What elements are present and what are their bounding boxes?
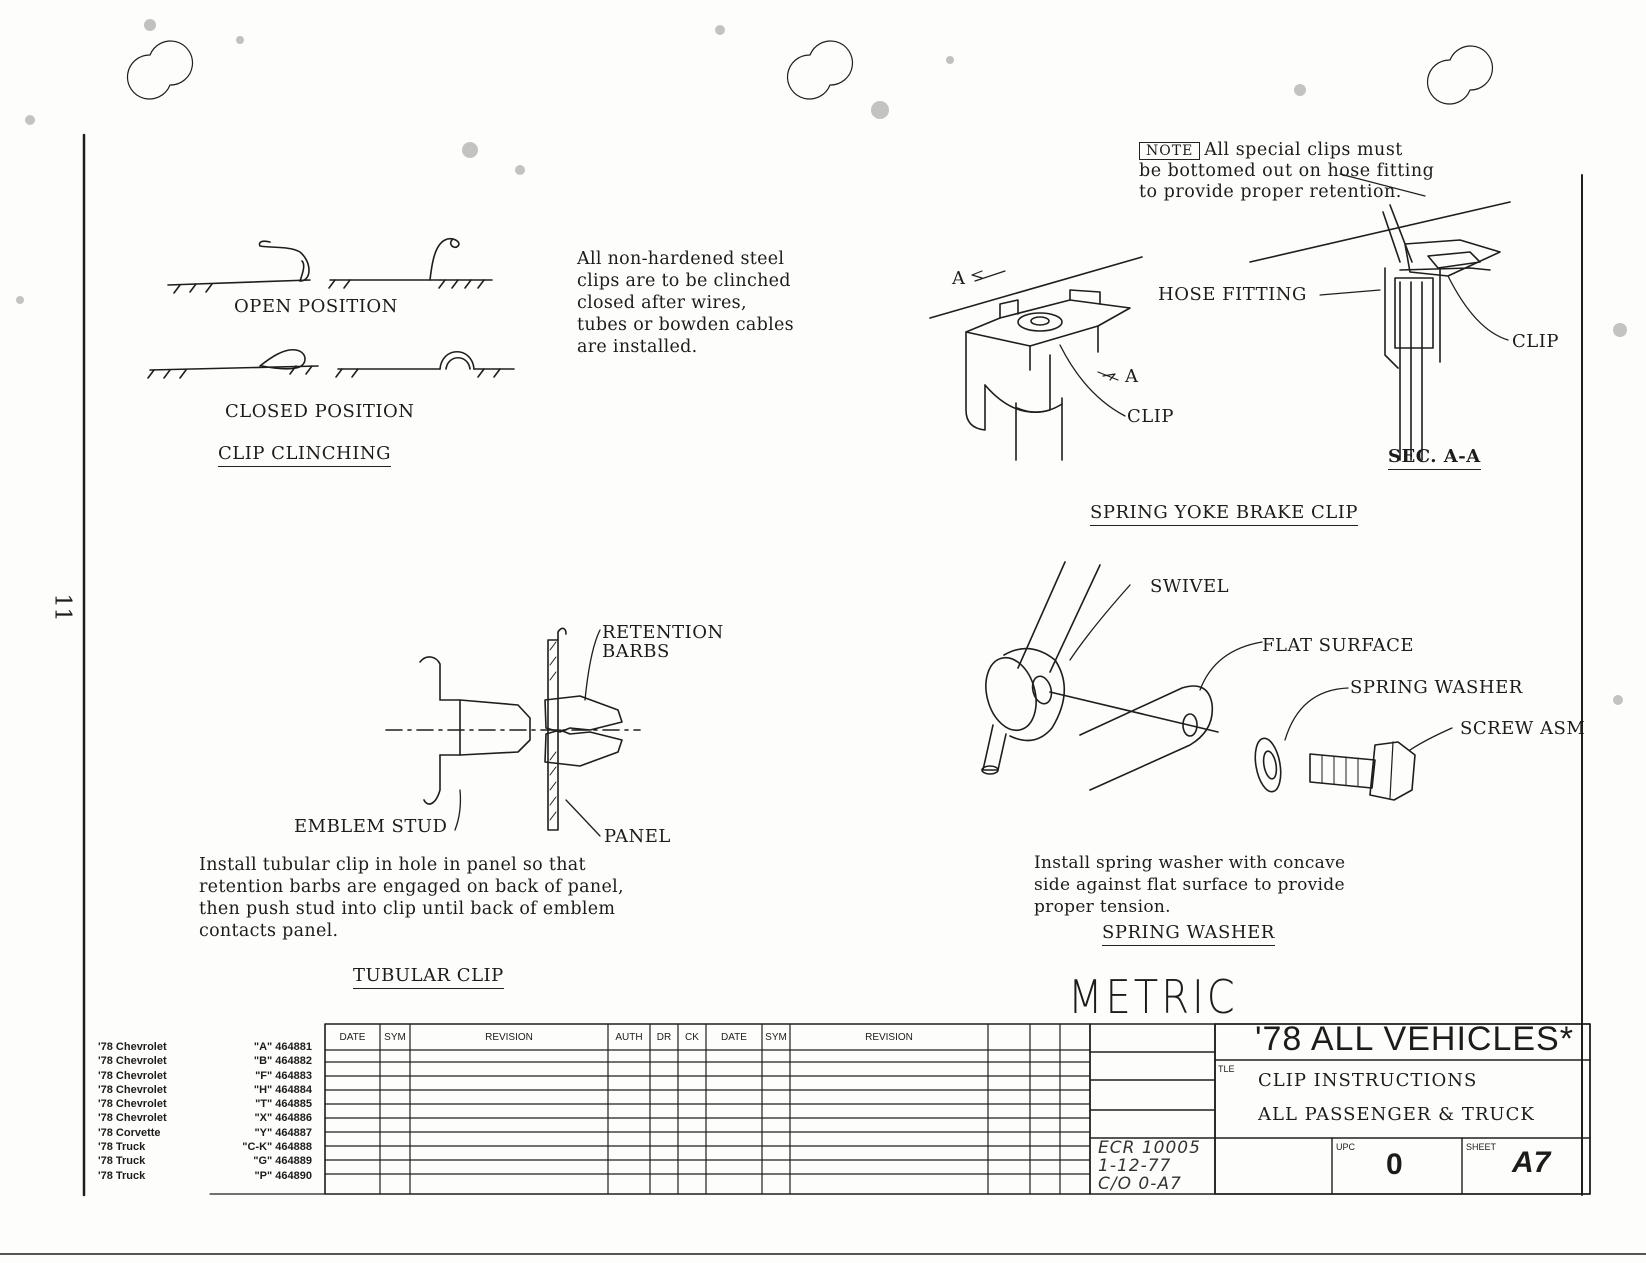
- flat-surface-label: FLAT SURFACE: [1262, 635, 1415, 656]
- special-note-line2: be bottomed out on hose fitting: [1139, 161, 1435, 181]
- nonhardened-note: All non-hardened steel clips are to be c…: [577, 249, 794, 357]
- section-mark-a-right: A: [1125, 366, 1139, 387]
- spring-washer-label: SPRING WASHER: [1350, 677, 1523, 698]
- special-note-text1: All special clips must: [1204, 140, 1403, 160]
- vehicle-row: '78 Chevrolet"H" 464884: [98, 1083, 312, 1096]
- vehicle-list: '78 Chevrolet"A" 464881 '78 Chevrolet"B"…: [92, 1040, 312, 1183]
- swivel-label: SWIVEL: [1150, 576, 1230, 597]
- retention-barbs-line2: BARBS: [602, 641, 670, 662]
- sheet-value: A7: [1512, 1146, 1551, 1179]
- rev-header-date-2: DATE: [721, 1032, 747, 1043]
- page-number: 11: [49, 593, 75, 622]
- metric-stamp: METRIC: [1068, 971, 1238, 1025]
- spring-washer-art: [981, 561, 1453, 801]
- title-tag: TLE: [1218, 1064, 1235, 1074]
- sheet-label: SHEET: [1466, 1142, 1497, 1152]
- vehicle-row: '78 Chevrolet"B" 464882: [98, 1055, 312, 1068]
- rev-header-sym: SYM: [384, 1032, 406, 1043]
- section-aa-art: [1249, 201, 1511, 461]
- vehicle-row: '78 Truck"P" 464890: [98, 1169, 312, 1182]
- retention-barbs-line1: RETENTION: [602, 622, 724, 643]
- closed-position-label: CLOSED POSITION: [225, 401, 415, 422]
- revision-grid: [209, 1023, 1091, 1195]
- rev-header-sym-2: SYM: [765, 1032, 787, 1043]
- ecr-change-order: C/O 0-A7: [1098, 1174, 1182, 1194]
- vehicle-row: '78 Chevrolet"F" 464883: [98, 1069, 312, 1082]
- title-line1: CLIP INSTRUCTIONS: [1258, 1070, 1478, 1091]
- spring-washer-instruction: Install spring washer with concave side …: [1034, 853, 1346, 917]
- rev-header-date: DATE: [339, 1032, 366, 1043]
- ecr-date: 1-12-77: [1098, 1156, 1172, 1176]
- panel-label: PANEL: [604, 826, 671, 847]
- rev-header-revision: REVISION: [485, 1032, 533, 1043]
- screw-asm-label: SCREW ASM: [1460, 718, 1586, 739]
- emblem-stud-label: EMBLEM STUD: [294, 816, 448, 837]
- vehicle-row: '78 Chevrolet"X" 464886: [98, 1112, 312, 1125]
- ecr-number: ECR 10005: [1098, 1138, 1201, 1158]
- tubular-clip-art: [385, 627, 641, 837]
- spring-washer-title: SPRING WASHER: [1102, 922, 1275, 946]
- tubular-instruction: Install tubular clip in hole in panel so…: [199, 855, 624, 941]
- note-tag: NOTE: [1139, 142, 1201, 160]
- yoke-clip-label: CLIP: [1127, 406, 1174, 427]
- title-line2: ALL PASSENGER & TRUCK: [1258, 1104, 1535, 1125]
- section-aa-label: SEC. A-A: [1388, 446, 1481, 470]
- punch-hole-right: [1426, 45, 1494, 105]
- vehicle-row: '78 Chevrolet"T" 464885: [98, 1098, 312, 1111]
- title-vehicles: '78 ALL VEHICLES*: [1255, 1020, 1574, 1058]
- rev-header-auth: AUTH: [615, 1032, 643, 1043]
- special-note-line3: to provide proper retention.: [1139, 182, 1402, 202]
- spring-yoke-title: SPRING YOKE BRAKE CLIP: [1090, 502, 1358, 526]
- hose-fitting-label: HOSE FITTING: [1158, 284, 1307, 305]
- rev-header-ck: CK: [685, 1032, 699, 1043]
- upc-value: 0: [1386, 1148, 1403, 1181]
- upc-label: UPC: [1336, 1142, 1356, 1152]
- closed-position-art: [147, 348, 515, 379]
- clip-clinching-title: CLIP CLINCHING: [218, 443, 391, 467]
- vehicle-row: '78 Corvette"Y" 464887: [98, 1126, 312, 1139]
- section-clip-label: CLIP: [1512, 331, 1559, 352]
- vehicle-row: '78 Truck"C-K" 464888: [98, 1141, 312, 1154]
- yoke-clip-art: [929, 173, 1426, 461]
- tubular-clip-title: TUBULAR CLIP: [353, 965, 504, 989]
- scan-speckle: [16, 19, 1627, 705]
- open-position-label: OPEN POSITION: [234, 296, 398, 317]
- rev-header-dr: DR: [656, 1032, 672, 1043]
- vehicle-row: '78 Truck"G" 464889: [98, 1155, 312, 1168]
- vehicle-row: '78 Chevrolet"A" 464881: [98, 1041, 312, 1053]
- title-block-grid: [1089, 1023, 1591, 1195]
- open-position-art: [167, 237, 493, 294]
- punch-hole-left: [126, 40, 194, 100]
- section-mark-a-left: A: [952, 268, 966, 289]
- rev-header-revision-2: REVISION: [865, 1032, 913, 1043]
- punch-hole-center: [786, 40, 854, 100]
